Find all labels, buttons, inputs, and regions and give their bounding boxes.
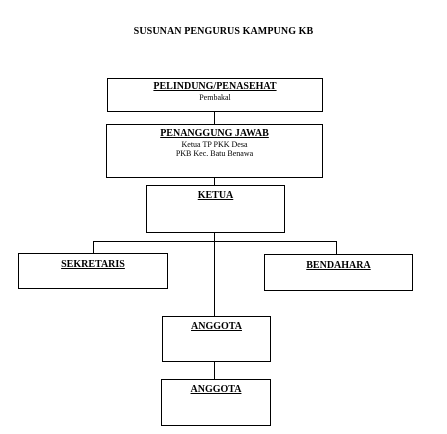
connector-pelindung-to-penanggung-jawab (214, 111, 215, 125)
node-penanggung-jawab-title: PENANGGUNG JAWAB (160, 128, 269, 139)
connector-anggota-to-anggota (214, 361, 215, 380)
node-pelindung-penasehat: PELINDUNG/PENASEHAT Pembakal (107, 78, 323, 112)
node-pelindung-line: Pembakal (199, 92, 231, 102)
node-penanggung-jawab-line-1: Ketua TP PKK Desa (181, 139, 248, 149)
node-ketua-title: KETUA (197, 190, 234, 201)
node-anggota-1: ANGGOTA (162, 316, 271, 362)
node-penanggung-jawab: PENANGGUNG JAWAB Ketua TP PKK Desa PKB K… (106, 124, 323, 178)
node-bendahara-title: BENDAHARA (306, 260, 371, 271)
node-sekretaris: SEKRETARIS (18, 253, 168, 289)
node-bendahara: BENDAHARA (264, 254, 413, 291)
node-penanggung-jawab-line-2: PKB Kec. Batu Benawa (175, 148, 254, 158)
node-sekretaris-title: SEKRETARIS (61, 259, 125, 270)
connector-to-sekretaris (93, 241, 94, 254)
connector-penanggung-jawab-to-ketua (214, 177, 215, 185)
connector-branch-horizontal (93, 241, 336, 242)
connector-ketua-trunk (214, 232, 215, 317)
chart-title: SUSUNAN PENGURUS KAMPUNG KB (133, 26, 314, 37)
node-ketua: KETUA (146, 185, 285, 233)
node-pelindung-title: PELINDUNG/PENASEHAT (153, 81, 277, 92)
node-anggota-2: ANGGOTA (161, 379, 271, 426)
connector-to-bendahara (336, 241, 337, 254)
node-anggota-1-title: ANGGOTA (191, 321, 242, 332)
node-anggota-2-title: ANGGOTA (190, 384, 242, 395)
